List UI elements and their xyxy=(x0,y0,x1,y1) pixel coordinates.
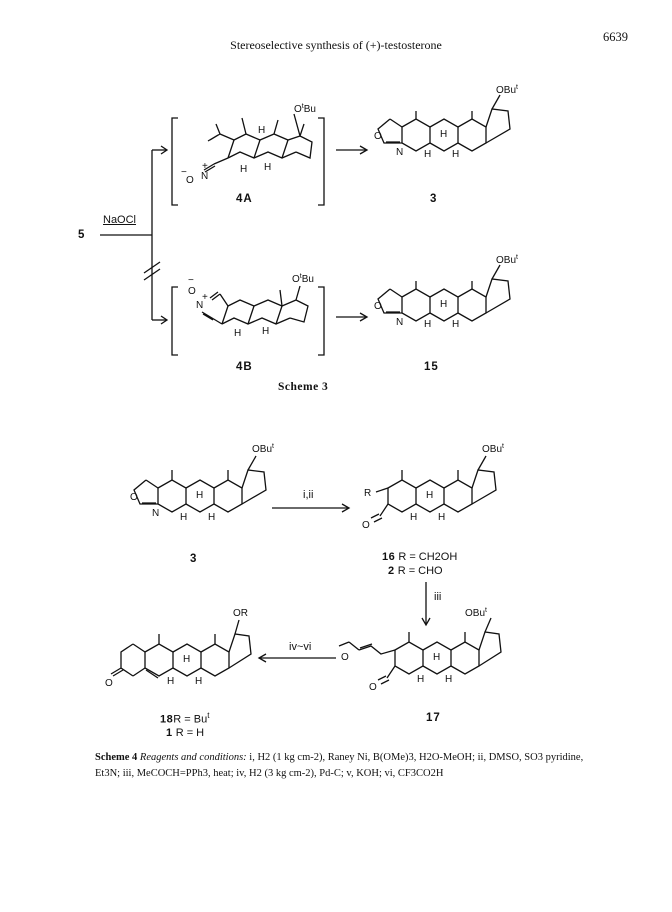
step-label-i-ii: i,ii xyxy=(303,489,314,501)
compound-3-structure: O N H H H OBut xyxy=(130,443,274,523)
h-atom: H xyxy=(264,162,271,173)
h-atom: H xyxy=(438,512,445,523)
bracket-4a-left xyxy=(171,117,178,206)
product-15-structure: O N H H H OBut xyxy=(374,254,518,330)
bracket-4b-left xyxy=(171,286,178,356)
positive-charge: + xyxy=(202,161,208,172)
compound-line-16: 16 R = CH2OH xyxy=(382,551,458,563)
h-atom: H xyxy=(452,319,459,330)
arrow-4b-to-15-head xyxy=(359,312,369,322)
branch-top-arrowhead xyxy=(160,145,169,155)
compound-label-3: 3 xyxy=(190,553,198,565)
otbu-group: OtBu xyxy=(294,103,316,115)
isoxazoline-o: O xyxy=(374,131,382,142)
h-atom: H xyxy=(167,676,174,687)
h-atom: H xyxy=(410,512,417,523)
obu-group: OBut xyxy=(482,443,504,455)
obu-group: OBut xyxy=(465,607,487,619)
blocked-mark-1 xyxy=(143,261,161,274)
h-atom: H xyxy=(180,512,187,523)
scheme-4-arrows xyxy=(257,503,431,663)
h-atom: H xyxy=(240,164,247,175)
branch-bottom-arrowhead xyxy=(160,315,169,325)
intermediate-4a-structure: H H H O − N + OtBu xyxy=(181,103,316,186)
nitrile-oxide-o: O xyxy=(188,286,196,297)
scheme-3-arrows xyxy=(100,117,369,356)
reagent-label: NaOCl xyxy=(103,214,137,226)
negative-charge: − xyxy=(188,275,194,286)
arrow-3-to-16-head xyxy=(341,503,351,513)
compound-line-2: 2 R = CHO xyxy=(388,565,443,577)
h-atom: H xyxy=(196,490,203,501)
h-atom: H xyxy=(440,299,447,310)
obu-group: OBut xyxy=(496,84,518,96)
compound-label-4a: 4A xyxy=(236,193,253,205)
arrow-17-to-18-head xyxy=(257,653,267,663)
compound-line-1: 1 R = H xyxy=(166,727,205,739)
ketone-o: O xyxy=(362,520,370,531)
isoxazoline-n: N xyxy=(152,508,159,519)
compound-18-1-structure: O H H H OR xyxy=(105,608,252,689)
h-atom: H xyxy=(452,149,459,160)
compound-label-4b: 4B xyxy=(236,361,253,373)
arrow-4a-to-3-head xyxy=(359,145,369,155)
h-atom: H xyxy=(417,674,424,685)
isoxazoline-n: N xyxy=(396,147,403,158)
compound-line-18: 18R = But xyxy=(160,711,210,726)
otbu-group: OtBu xyxy=(292,273,314,285)
compound-label-17: 17 xyxy=(426,712,441,724)
step-label-iv-vi: iv~vi xyxy=(289,641,312,653)
h-atom: H xyxy=(183,654,190,665)
ketone-o: O xyxy=(369,682,377,693)
h-atom: H xyxy=(440,129,447,140)
isoxazoline-n: N xyxy=(396,317,403,328)
h-atom: H xyxy=(258,125,265,136)
h-atom: H xyxy=(234,328,241,339)
footnote-subtitle: Reagents and conditions: xyxy=(139,752,247,763)
footnote-title: Scheme 4 xyxy=(95,752,138,763)
product-3-structure: O N H H H OBut xyxy=(374,84,518,160)
compound-label-3-scheme3: 3 xyxy=(430,193,438,205)
scheme-3-caption: Scheme 3 xyxy=(278,381,329,393)
h-atom: H xyxy=(424,149,431,160)
h-atom: H xyxy=(424,319,431,330)
or-group: OR xyxy=(233,608,248,619)
compound-label-15: 15 xyxy=(424,361,439,373)
page-number: 6639 xyxy=(603,30,628,44)
isoxazoline-o: O xyxy=(374,301,382,312)
h-atom: H xyxy=(445,674,452,685)
compound-16-2-structure: R O H H H OBut xyxy=(362,443,504,531)
obu-group: OBut xyxy=(496,254,518,266)
bracket-4b-right xyxy=(318,286,325,356)
compound-17-structure: O O H H H OBut xyxy=(338,607,502,693)
negative-charge: − xyxy=(181,167,187,178)
obu-group: OBut xyxy=(252,443,274,455)
positive-charge: + xyxy=(202,292,208,303)
nitrile-oxide-n: N xyxy=(201,171,208,182)
compound-label-5: 5 xyxy=(78,229,86,241)
h-atom: H xyxy=(262,326,269,337)
h-atom: H xyxy=(433,652,440,663)
step-label-iii: iii xyxy=(434,591,442,603)
nitrile-oxide-o: O xyxy=(186,175,194,186)
nitrile-oxide-n: N xyxy=(196,300,203,311)
scheme-4-footnote: Scheme 4 Reagents and conditions: i, H2 … xyxy=(95,750,595,782)
isoxazoline-o: O xyxy=(130,492,138,503)
r-substituent: R xyxy=(364,488,371,499)
h-atom: H xyxy=(208,512,215,523)
running-title: Stereoselective synthesis of (+)-testost… xyxy=(230,38,442,52)
ketone-o: O xyxy=(105,678,113,689)
arrow-2-to-17-head xyxy=(421,617,431,627)
enone-o: O xyxy=(341,652,349,663)
footnote-text: i, H2 (1 kg cm-2), Raney Ni, B(OMe)3, H2… xyxy=(95,752,584,779)
bracket-4a-right xyxy=(318,117,325,206)
h-atom: H xyxy=(426,490,433,501)
intermediate-4b-structure: O − N + H H OtBu xyxy=(188,273,314,339)
blocked-mark-2 xyxy=(143,268,161,281)
h-atom: H xyxy=(195,676,202,687)
